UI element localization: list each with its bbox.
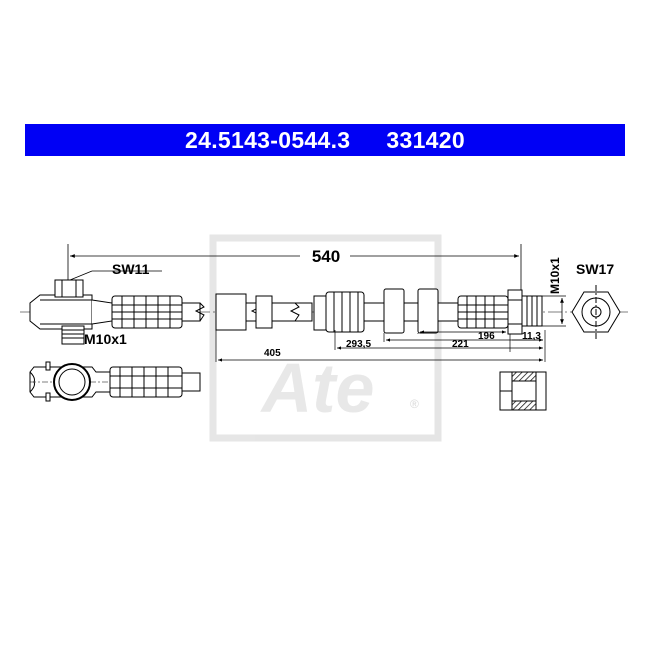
left-banjo-top-view: [29, 361, 201, 402]
brake-hose: [181, 293, 313, 331]
dim-221-label: 221: [452, 339, 469, 350]
part-number: 24.5143-0544.3: [185, 126, 351, 153]
dim-293-5-label: 293,5: [346, 339, 371, 350]
dim-11-3-label: 11,3: [522, 331, 541, 342]
right-hose: [383, 288, 509, 334]
left-banjo-fitting: [29, 279, 113, 345]
overall-length-label: 540: [312, 247, 340, 266]
sub-dimensions: [215, 330, 546, 362]
article-number: 331420: [386, 126, 465, 153]
hex-end-view: [571, 285, 621, 340]
left-thread-label: M10x1: [84, 331, 127, 347]
middle-bracket: [313, 291, 385, 333]
section-detail: [499, 371, 547, 411]
right-fitting: [507, 289, 543, 335]
sw11-leader: [69, 270, 162, 281]
watermark-text: Ate: [260, 349, 375, 427]
right-thread-label: M10x1: [548, 257, 562, 294]
sw11-label: SW11: [112, 261, 150, 277]
registered-mark: ®: [410, 397, 419, 411]
dim-405-label: 405: [264, 348, 281, 359]
left-ribbed-sleeve: [111, 295, 183, 329]
sw17-label: SW17: [576, 261, 614, 277]
ate-watermark: Ate ®: [209, 234, 442, 442]
title-bar: 24.5143-0544.3 331420: [25, 124, 625, 156]
right-thread-dimension: [542, 295, 566, 327]
dim-196-label: 196: [478, 331, 495, 342]
